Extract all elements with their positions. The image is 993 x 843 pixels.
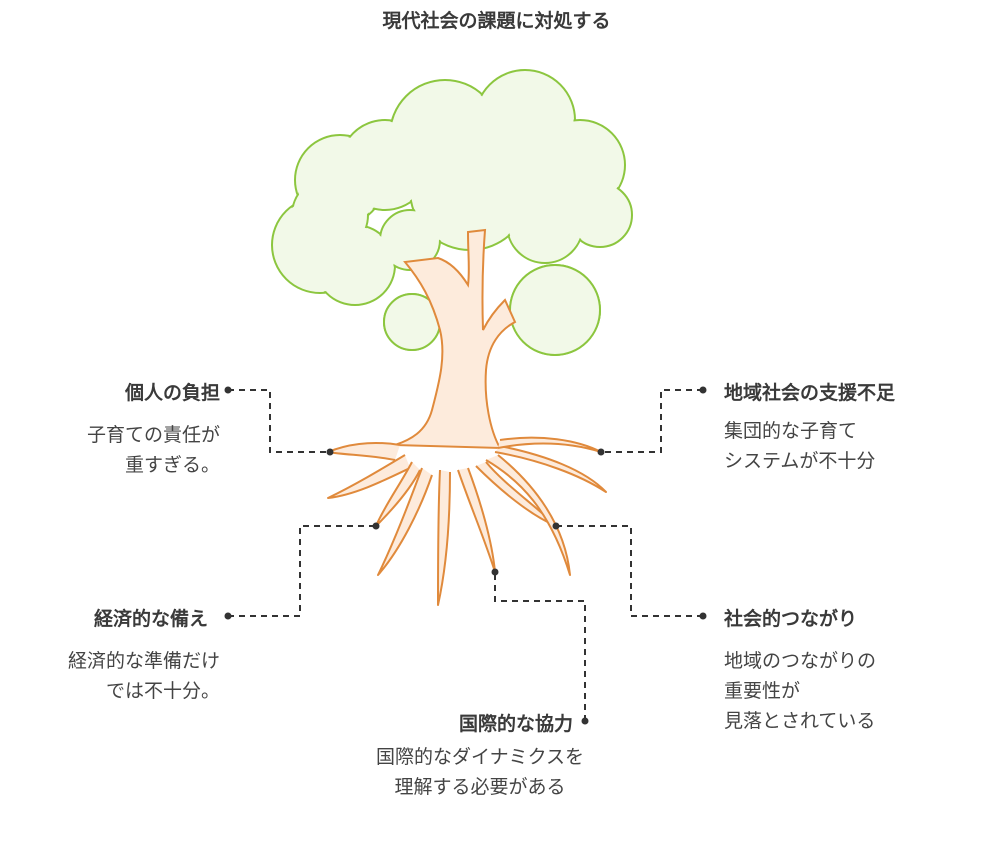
connector-economic <box>228 525 376 617</box>
label-economic-preparation: 経済的な備え <box>93 608 208 630</box>
tree-canopy <box>271 69 633 356</box>
dot-economic-end <box>224 612 232 620</box>
canopy-blob-fill <box>466 126 574 234</box>
desc-social-connections: 地域のつながりの 重要性が 見落とされている <box>724 650 877 732</box>
connector-dots <box>224 386 707 725</box>
desc-personal-burden: 子育ての責任が 重すぎる。 <box>86 424 220 476</box>
label-international-cooperation: 国際的な協力 <box>458 713 573 735</box>
desc-international-cooperation: 国際的なダイナミクスを 理解する必要がある <box>375 746 585 798</box>
root-branch <box>327 442 401 461</box>
root-branch <box>437 469 451 606</box>
root-branch <box>327 454 411 499</box>
label-social-connections: 社会的つながり <box>724 608 858 630</box>
root-branch <box>494 445 607 493</box>
canopy-blob-fill <box>381 211 439 269</box>
dot-community-root <box>597 448 605 456</box>
label-personal-burden: 個人の負担 <box>124 382 220 404</box>
root-branch <box>485 454 571 576</box>
dot-economic-root <box>372 522 380 530</box>
connector-personal-burden <box>228 389 330 453</box>
tree-trunk <box>394 228 517 450</box>
connectors <box>228 389 703 721</box>
label-community-support: 地域社会の支援不足 <box>724 382 896 404</box>
root-branch <box>377 467 433 576</box>
canopy-blob <box>509 264 601 356</box>
connector-social <box>556 525 703 617</box>
dot-personal-root <box>326 448 334 456</box>
dot-social-root <box>552 522 560 530</box>
dot-community-end <box>699 386 707 394</box>
connector-international <box>494 572 586 721</box>
desc-economic-preparation: 経済的な準備だけ では不十分。 <box>67 650 220 702</box>
canopy-blob-fill <box>569 184 631 246</box>
desc-community-support: 集団的な子育て システムが不十分 <box>724 420 876 472</box>
diagram-title: 現代社会の課題に対処する <box>382 10 611 32</box>
dot-international-root <box>491 568 499 576</box>
root-branch <box>457 467 496 573</box>
dot-international-end <box>581 717 589 725</box>
canopy-blob-fill <box>293 178 367 252</box>
connector-community-support <box>601 389 703 453</box>
dot-personal-end <box>224 386 232 394</box>
dot-social-end <box>699 612 707 620</box>
tree-roots <box>327 436 607 606</box>
